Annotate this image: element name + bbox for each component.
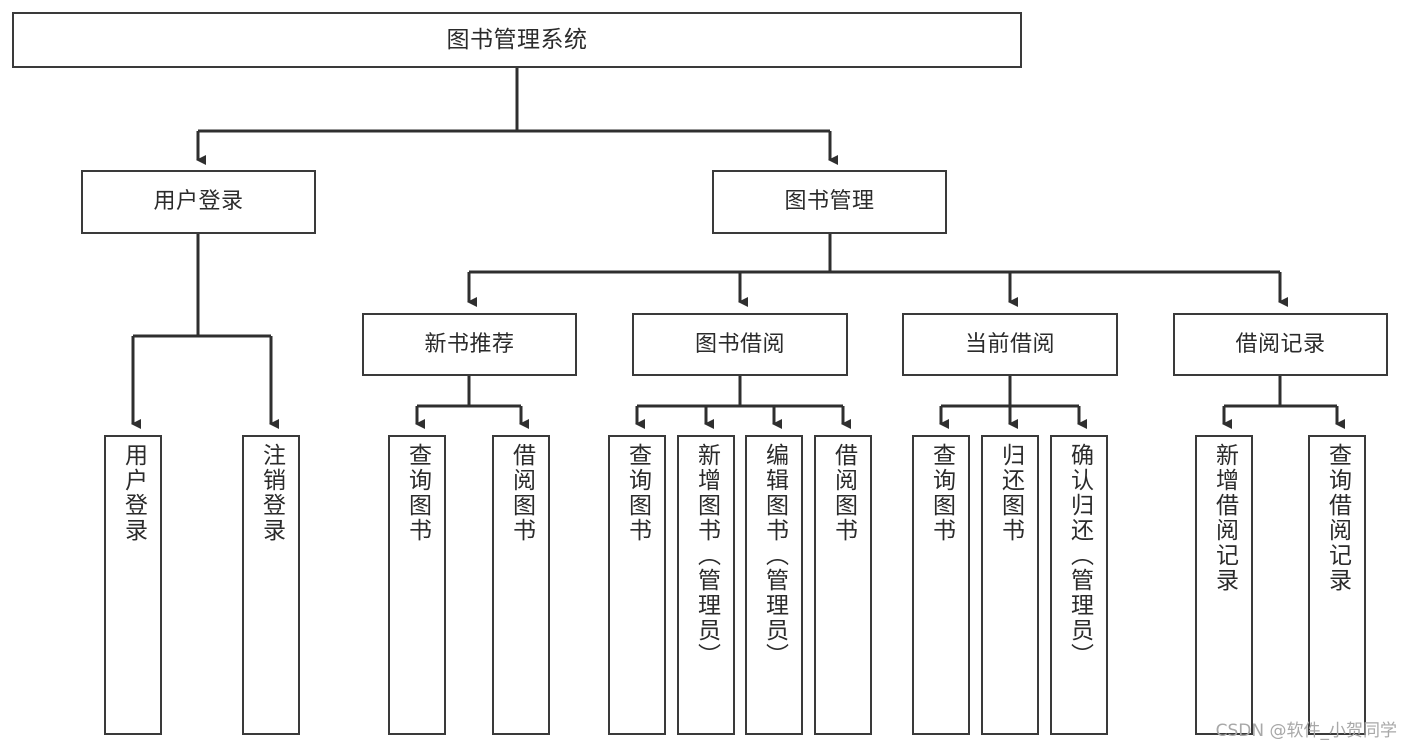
node-label: 查询借阅记录 [1324, 443, 1351, 593]
node-label: 编辑图书（管理员） [761, 443, 788, 668]
leaf-user-logout[interactable]: 注销登录 [242, 435, 300, 735]
node-label: 查询图书 [404, 443, 431, 543]
node-label: 图书管理系统 [446, 26, 588, 53]
node-label: 借阅图书 [830, 443, 857, 543]
watermark-text: CSDN @软件_小贺同学 [1215, 721, 1397, 741]
node-book-management[interactable]: 图书管理 [712, 170, 947, 234]
node-label: 确认归还（管理员） [1066, 443, 1093, 668]
leaf-query-book-recommend[interactable]: 查询图书 [388, 435, 446, 735]
leaf-borrow-book-recommend[interactable]: 借阅图书 [492, 435, 550, 735]
node-label: 新增图书（管理员） [693, 443, 720, 668]
leaf-add-borrow-record[interactable]: 新增借阅记录 [1195, 435, 1253, 735]
node-root-system[interactable]: 图书管理系统 [12, 12, 1022, 68]
node-label: 注销登录 [258, 443, 285, 543]
node-user-login[interactable]: 用户登录 [81, 170, 316, 234]
node-label: 借阅图书 [508, 443, 535, 543]
node-label: 图书借阅 [694, 331, 785, 357]
leaf-query-book-borrow[interactable]: 查询图书 [608, 435, 666, 735]
leaf-return-book[interactable]: 归还图书 [981, 435, 1039, 735]
node-label: 查询图书 [928, 443, 955, 543]
leaf-borrow-book[interactable]: 借阅图书 [814, 435, 872, 735]
leaf-edit-book-admin[interactable]: 编辑图书（管理员） [745, 435, 803, 735]
node-label: 借阅记录 [1235, 331, 1326, 357]
node-label: 新书推荐 [424, 331, 515, 357]
leaf-query-borrow-record[interactable]: 查询借阅记录 [1308, 435, 1366, 735]
leaf-user-login[interactable]: 用户登录 [104, 435, 162, 735]
node-label: 用户登录 [120, 443, 147, 543]
node-label: 当前借阅 [964, 331, 1055, 357]
node-borrow-record[interactable]: 借阅记录 [1173, 313, 1388, 376]
node-current-borrow[interactable]: 当前借阅 [902, 313, 1118, 376]
node-label: 用户登录 [153, 189, 244, 215]
node-new-book-recommend[interactable]: 新书推荐 [362, 313, 577, 376]
leaf-query-book-current[interactable]: 查询图书 [912, 435, 970, 735]
leaf-add-book-admin[interactable]: 新增图书（管理员） [677, 435, 735, 735]
leaf-confirm-return-admin[interactable]: 确认归还（管理员） [1050, 435, 1108, 735]
node-label: 归还图书 [997, 443, 1024, 543]
node-label: 新增借阅记录 [1211, 443, 1238, 593]
node-label: 图书管理 [784, 189, 875, 215]
node-book-borrow[interactable]: 图书借阅 [632, 313, 848, 376]
node-label: 查询图书 [624, 443, 651, 543]
